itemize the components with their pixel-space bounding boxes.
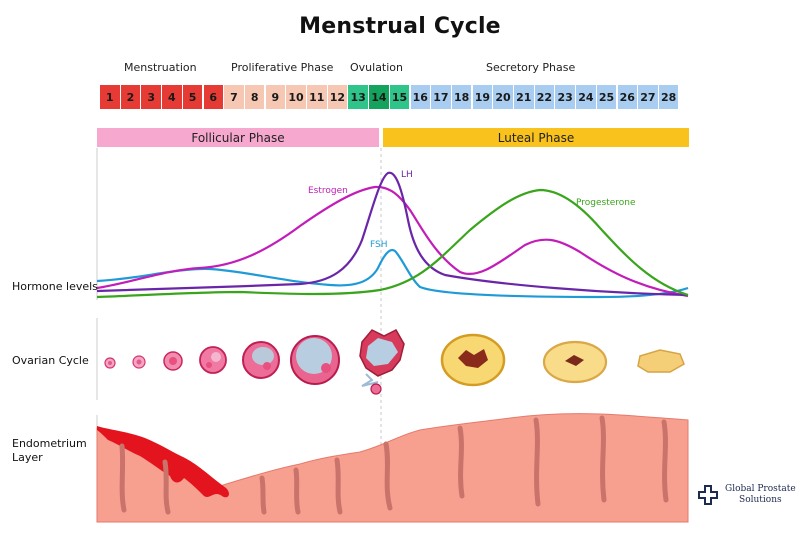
logo-line-2: Solutions xyxy=(739,495,782,505)
day-cell: 10 xyxy=(286,85,306,109)
day-cell: 20 xyxy=(493,85,513,109)
day-cell: 21 xyxy=(514,85,534,109)
day-cell: 17 xyxy=(431,85,451,109)
follicle-6 xyxy=(290,335,340,385)
page-title: Menstrual Cycle xyxy=(299,14,501,39)
corpus-luteum-2 xyxy=(542,340,608,384)
day-cell: 12 xyxy=(327,85,348,109)
row-label-hormones: Hormone levels xyxy=(12,280,98,293)
follicle-4 xyxy=(199,346,227,374)
label-proliferative: Proliferative Phase xyxy=(231,61,334,74)
day-cell: 18 xyxy=(451,85,472,109)
day-cell: 9 xyxy=(265,85,286,109)
day-cell: 24 xyxy=(576,85,596,109)
lh-label: LH xyxy=(401,170,413,180)
day-cell: 1 xyxy=(100,85,120,109)
day-cell: 8 xyxy=(244,85,265,109)
follicle-3 xyxy=(163,351,183,371)
luteal-phase-bar: Luteal Phase xyxy=(383,128,689,147)
label-menstruation: Menstruation xyxy=(124,61,197,74)
day-cell: 14 xyxy=(369,85,389,109)
corpus-albicans xyxy=(637,349,685,373)
endometrial-gland-3 xyxy=(259,475,267,515)
progesterone-label: Progesterone xyxy=(576,198,636,208)
day-cell: 26 xyxy=(617,85,637,109)
cross-logo-icon xyxy=(698,485,718,505)
day-cell: 11 xyxy=(307,85,327,109)
endometrial-gland-7 xyxy=(457,425,465,499)
day-cell: 27 xyxy=(638,85,658,109)
day-cell: 13 xyxy=(348,85,368,109)
estrogen-label: Estrogen xyxy=(308,186,348,196)
estrogen-curve xyxy=(96,185,689,298)
day-cell: 23 xyxy=(555,85,575,109)
row-label-endometrium-1: Endometrium xyxy=(12,437,87,450)
day-cell: 5 xyxy=(182,85,203,109)
endometrial-gland-1 xyxy=(119,443,127,513)
row-label-endometrium-2: Layer xyxy=(12,451,43,464)
logo-line-1: Global Prostate xyxy=(725,484,796,494)
row-label-ovarian: Ovarian Cycle xyxy=(12,354,89,367)
follicular-phase-bar: Follicular Phase xyxy=(97,128,379,147)
endometrial-gland-5 xyxy=(334,457,343,515)
endometrial-gland-8 xyxy=(533,417,541,507)
day-cell: 28 xyxy=(658,85,679,109)
day-cell: 15 xyxy=(389,85,410,109)
follicle-5 xyxy=(242,341,280,379)
day-cell: 6 xyxy=(203,85,223,109)
day-cell: 25 xyxy=(596,85,617,109)
brand-logo: Global Prostate Solutions xyxy=(697,484,796,506)
endometrial-gland-6 xyxy=(383,441,393,511)
day-cell: 4 xyxy=(162,85,182,109)
follicle-2 xyxy=(132,355,146,369)
lh-curve xyxy=(96,171,689,297)
fsh-curve xyxy=(96,248,689,299)
day-cell: 2 xyxy=(120,85,141,109)
label-secretory: Secretory Phase xyxy=(486,61,576,74)
fsh-label: FSH xyxy=(370,240,388,250)
progesterone-curve xyxy=(96,188,689,299)
day-cell: 3 xyxy=(141,85,161,109)
day-cell: 22 xyxy=(534,85,555,109)
endometrial-gland-2 xyxy=(162,459,171,515)
endometrial-gland-9 xyxy=(599,415,607,503)
day-cell: 16 xyxy=(410,85,430,109)
endometrial-gland-10 xyxy=(661,419,669,503)
follicle-1 xyxy=(104,357,116,369)
endometrial-gland-4 xyxy=(293,467,301,515)
label-ovulation: Ovulation xyxy=(350,61,404,74)
day-cell: 7 xyxy=(224,85,244,109)
corpus-luteum-1 xyxy=(440,333,506,387)
ruptured-follicle xyxy=(359,329,405,395)
day-cell: 19 xyxy=(472,85,493,109)
